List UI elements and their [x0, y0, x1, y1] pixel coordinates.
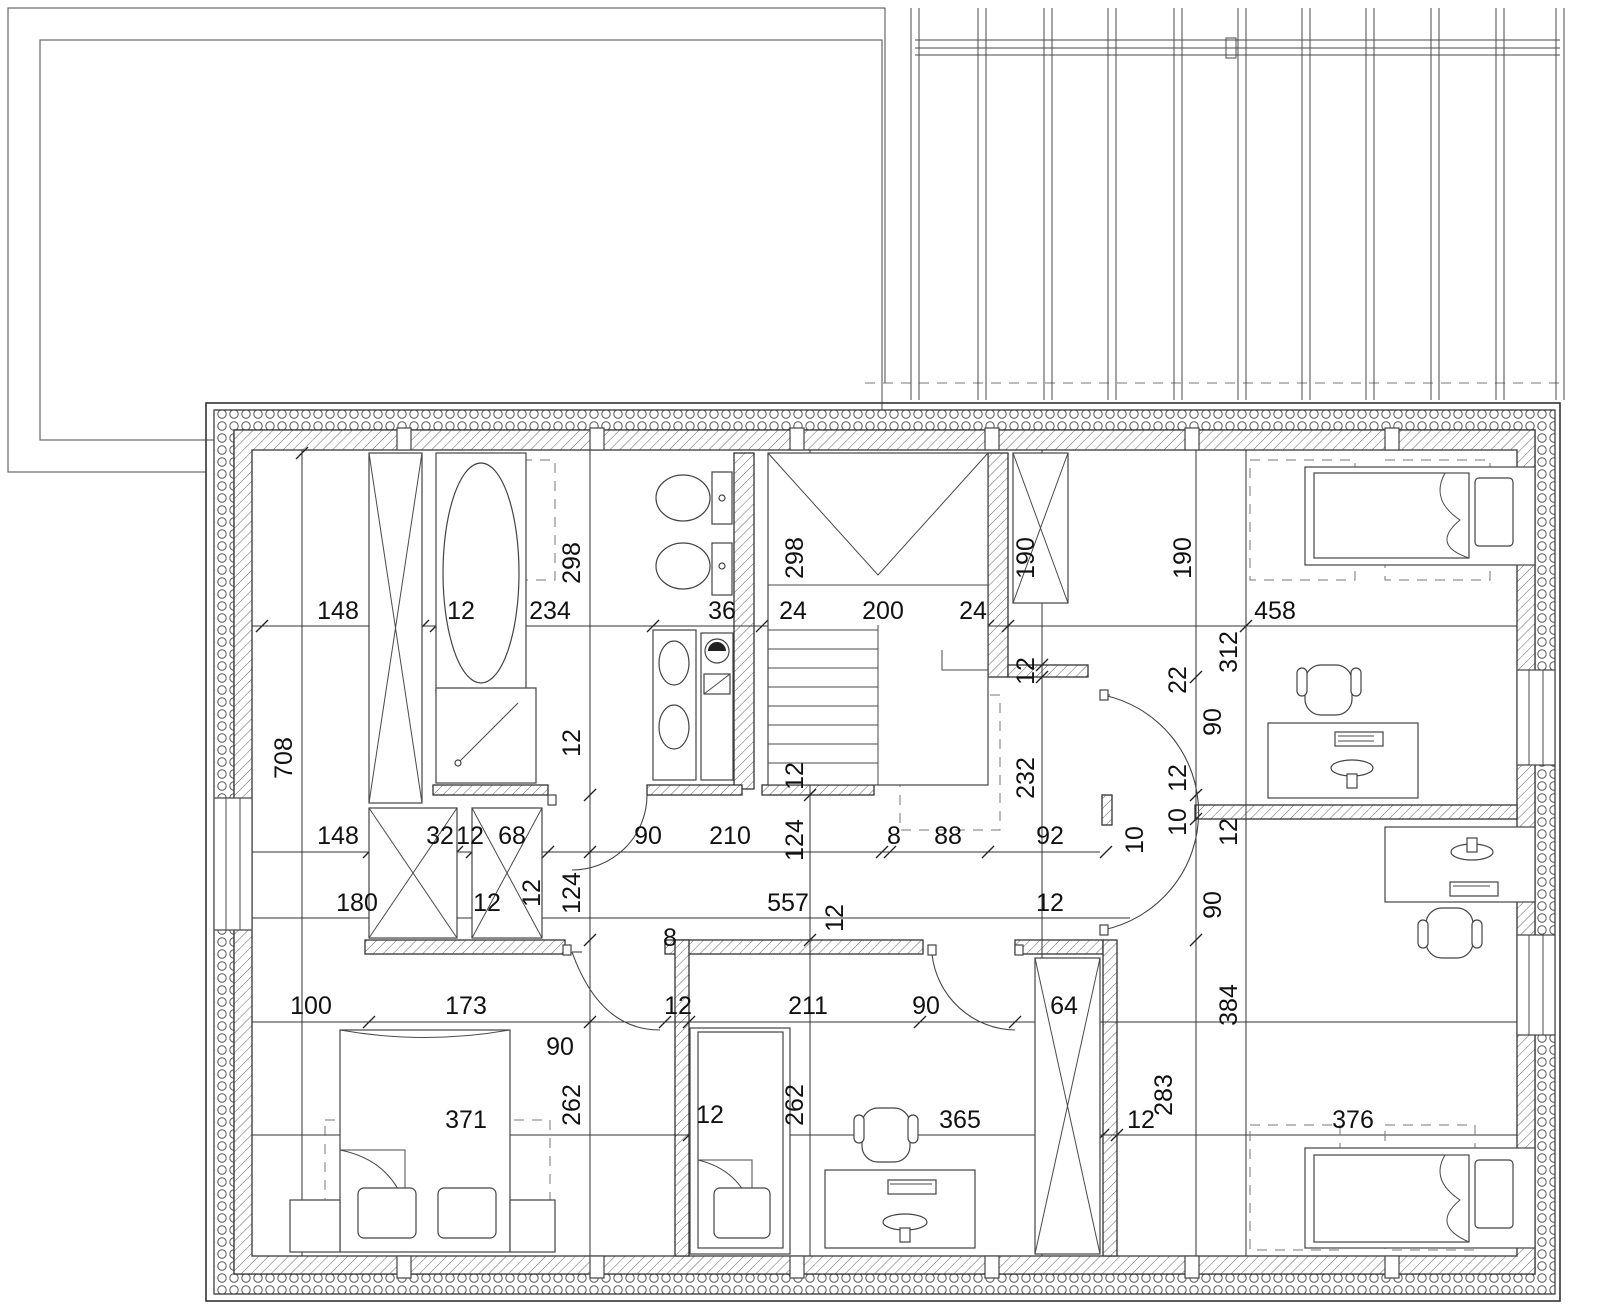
dim-68: 68	[498, 822, 526, 850]
dim-458: 458	[1254, 597, 1296, 625]
dim-100: 100	[290, 992, 332, 1020]
dim-180: 180	[336, 889, 378, 917]
dim-12-low: 12	[473, 889, 501, 917]
dim-371: 371	[445, 1106, 487, 1134]
dim-298-left: 298	[558, 542, 586, 584]
dim-190-a: 190	[1012, 537, 1040, 579]
dim-173: 173	[445, 992, 487, 1020]
dim-12-bath: 12	[558, 729, 586, 757]
dim-312: 312	[1215, 631, 1243, 673]
dim-88: 88	[934, 822, 962, 850]
wardrobe-bottom	[1034, 957, 1101, 1255]
wardrobe-stair	[1012, 452, 1069, 604]
dim-365: 365	[939, 1106, 981, 1134]
dim-376: 376	[1332, 1106, 1374, 1134]
dim-12-stair: 12	[781, 762, 809, 790]
dim-64: 64	[1050, 992, 1078, 1020]
pergola	[910, 8, 1565, 400]
dim-92: 92	[1036, 822, 1064, 850]
dim-12-top: 12	[447, 597, 475, 625]
building-outline	[205, 402, 1561, 1302]
dim-190-b: 190	[1169, 537, 1197, 579]
staircase	[767, 452, 989, 786]
dim-234: 234	[529, 597, 571, 625]
toilet-upper	[655, 471, 733, 525]
dim-90-c: 90	[546, 1033, 574, 1061]
wardrobe-center	[368, 807, 543, 939]
dim-124-b: 124	[558, 872, 586, 914]
dim-232: 232	[1012, 757, 1040, 799]
wardrobe-left	[368, 452, 423, 804]
desk-room-right-upper	[1267, 664, 1419, 799]
exterior-walls	[213, 409, 1556, 1295]
dim-211: 211	[788, 992, 828, 1020]
dim-298-stair: 298	[781, 537, 809, 579]
dim-12-corr: 12	[1164, 764, 1192, 792]
dim-22: 22	[1164, 666, 1192, 694]
dim-12-r: 12	[1215, 818, 1243, 846]
dim-12-557: 12	[821, 904, 849, 932]
dim-148-mid: 148	[317, 822, 359, 850]
dim-10-b: 10	[1164, 808, 1192, 836]
desk-room-right-lower	[1384, 826, 1536, 959]
dim-283: 283	[1150, 1074, 1178, 1116]
dim-24-a: 24	[779, 597, 807, 625]
dim-708: 708	[270, 737, 298, 779]
bathroom	[435, 452, 537, 784]
dim-12-hall2: 12	[1036, 889, 1064, 917]
dim-12-mid: 12	[456, 822, 484, 850]
sink-cabinet	[652, 629, 734, 781]
dim-8-a: 8	[887, 822, 901, 850]
dim-12-b1: 12	[664, 992, 692, 1020]
desk-room-bottom	[824, 1107, 976, 1249]
dim-90-r1: 90	[1199, 708, 1227, 736]
dim-36: 36	[708, 597, 736, 625]
dim-12-b2: 12	[696, 1101, 724, 1129]
dim-124-a: 124	[781, 819, 809, 861]
toilet-lower	[655, 542, 733, 596]
dim-210: 210	[709, 822, 751, 850]
dim-12-v: 12	[518, 879, 546, 907]
dim-8-b: 8	[663, 924, 677, 952]
dim-12-b3: 12	[1127, 1106, 1155, 1134]
dim-262-a: 262	[558, 1084, 586, 1126]
dim-90-b: 90	[912, 992, 940, 1020]
dim-10-a: 10	[1121, 826, 1149, 854]
doors	[547, 689, 1200, 1031]
dim-24-b: 24	[959, 597, 987, 625]
dim-90-r2: 90	[1199, 891, 1227, 919]
dim-384: 384	[1215, 984, 1243, 1026]
dimension-labels: 148 12 234 298 36 24 298 200 24 190 190 …	[270, 537, 1374, 1134]
bed-bottom-left	[289, 1029, 556, 1253]
bed-bottom-right	[1304, 1147, 1536, 1249]
dim-32: 32	[426, 822, 454, 850]
dim-262-b: 262	[781, 1084, 809, 1126]
dim-200: 200	[862, 597, 904, 625]
dim-90-door: 90	[634, 822, 662, 850]
bed-bottom-middle	[689, 1027, 791, 1255]
bed-top-right	[1304, 466, 1536, 566]
dim-148-top: 148	[317, 597, 359, 625]
dim-557: 557	[767, 889, 809, 917]
dim-12-hall1: 12	[1012, 657, 1040, 685]
